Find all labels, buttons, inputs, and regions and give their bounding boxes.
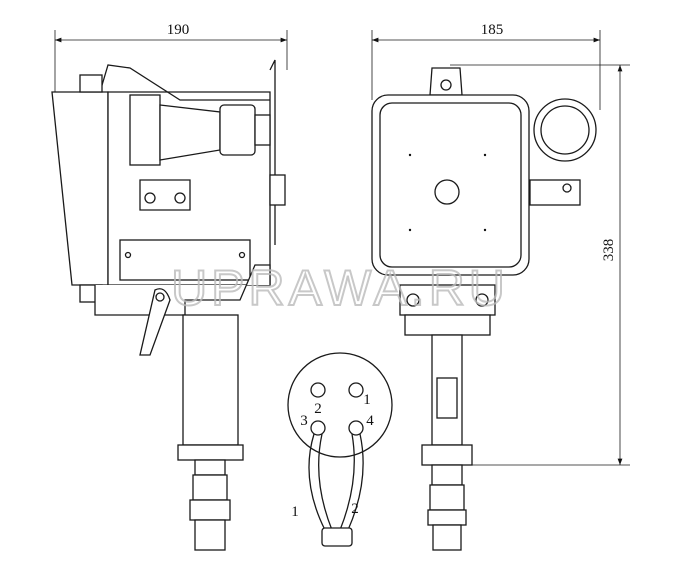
- side-width-dimension: 190: [54, 22, 288, 95]
- side-width-label: 190: [167, 22, 190, 38]
- watermark: UPRAWA.RU: [171, 260, 509, 316]
- wire-2-label: 2: [351, 501, 359, 517]
- front-view: [371, 67, 597, 551]
- front-width-label: 185: [481, 22, 504, 38]
- height-dimension: 338: [440, 64, 630, 466]
- connector-pinout: 2 1 3 4 1 2: [287, 352, 393, 547]
- pin-1-label: 1: [363, 392, 371, 408]
- wire-1-label: 1: [291, 504, 299, 520]
- pin-2-label: 2: [314, 401, 322, 417]
- pin-4-label: 4: [366, 413, 374, 429]
- pin-3-label: 3: [300, 413, 308, 429]
- side-view: [51, 59, 286, 551]
- front-width-dimension: 185: [371, 22, 601, 110]
- height-label: 338: [601, 239, 617, 262]
